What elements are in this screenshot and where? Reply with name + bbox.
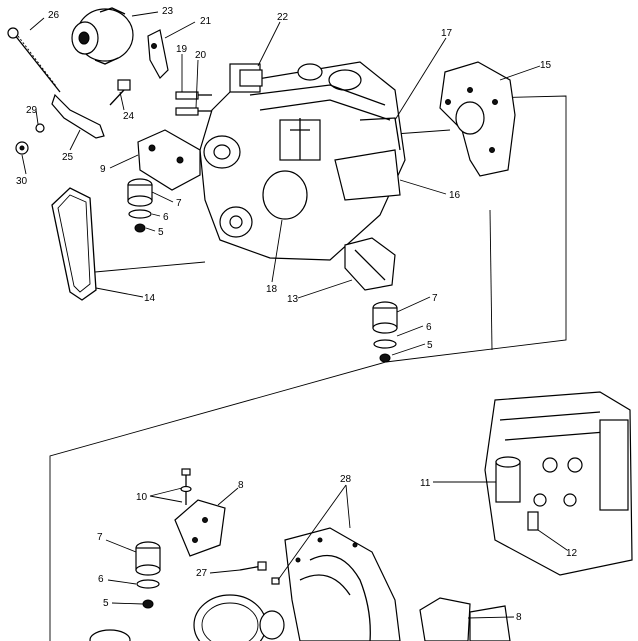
label-23: 23: [162, 6, 174, 17]
label-5-lower: 5: [103, 598, 109, 609]
label-5-upper: 5: [158, 227, 164, 238]
label-30: 30: [16, 176, 28, 187]
rubber-mount-lower: [135, 541, 161, 609]
label-8-lower: 8: [238, 480, 244, 491]
alternator-part-23: [71, 7, 134, 65]
label-9: 9: [100, 164, 106, 175]
label-19: 19: [176, 44, 188, 55]
label-22: 22: [277, 12, 289, 23]
label-10: 10: [136, 492, 148, 503]
adapter-plate-part-28: [284, 527, 401, 641]
label-27: 27: [196, 568, 208, 579]
label-6-upper: 6: [163, 212, 169, 223]
inset-engine: [484, 391, 633, 576]
label-15: 15: [540, 60, 552, 71]
label-5-right: 5: [427, 340, 433, 351]
label-6-right: 6: [426, 322, 432, 333]
housing-plate-part-15: [439, 61, 516, 177]
leader-lines: [21, 11, 568, 619]
mount-bracket-part-9: [137, 129, 201, 191]
label-16: 16: [449, 190, 461, 201]
label-18: 18: [266, 284, 278, 295]
part-labels: 26 23 21 22 17 15 19 20 29 24 25 30 9 7 …: [16, 6, 578, 623]
label-26: 26: [48, 10, 60, 21]
label-14: 14: [144, 293, 156, 304]
v-belt-part-14: [51, 187, 97, 301]
label-8-lower-right: 8: [516, 612, 522, 623]
flywheel: [89, 594, 285, 641]
label-7-lower: 7: [97, 532, 103, 543]
sensor-part-19-20: [175, 91, 212, 116]
label-21: 21: [200, 16, 212, 27]
label-20: 20: [195, 50, 207, 61]
engine-assembly: [199, 61, 406, 261]
connector-lines: [49, 95, 567, 641]
label-7-upper: 7: [176, 198, 182, 209]
label-24: 24: [123, 111, 135, 122]
lower-bracket-part-8: [174, 499, 226, 557]
bolt-part-27: [239, 561, 280, 585]
mount-bracket-part-13: [344, 237, 396, 291]
label-13: 13: [287, 294, 299, 305]
label-28: 28: [340, 474, 352, 485]
bracket-part-21: [147, 29, 169, 79]
bracket-part-8-lower-right: [419, 597, 511, 641]
label-7-right: 7: [432, 293, 438, 304]
lower-bolts-part-10: [180, 468, 192, 505]
label-6-lower: 6: [98, 574, 104, 585]
label-29: 29: [26, 105, 38, 116]
label-12: 12: [566, 548, 578, 559]
label-17: 17: [441, 28, 453, 39]
rubber-mount-right: [372, 301, 398, 363]
rubber-mount-upper: [127, 178, 153, 233]
label-25: 25: [62, 152, 74, 163]
label-11: 11: [420, 478, 431, 489]
bolt-part-26: [7, 27, 61, 93]
fastener-parts-24-30: [15, 79, 131, 155]
